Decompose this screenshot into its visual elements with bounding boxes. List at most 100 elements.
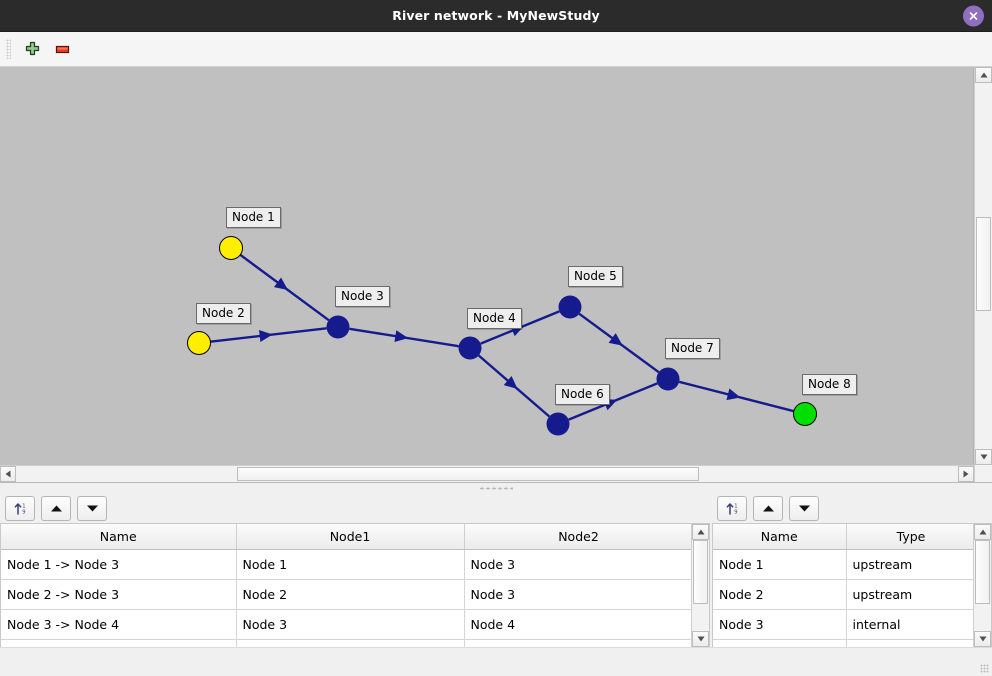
nodes-column-header-name[interactable]: Name xyxy=(713,524,847,550)
canvas-vscroll-track[interactable] xyxy=(975,83,992,449)
nodes-cell-type[interactable]: internal xyxy=(846,639,973,647)
nodes-cell-name[interactable]: Node 3 xyxy=(713,609,847,640)
close-button[interactable] xyxy=(963,5,984,26)
arrow-up-icon xyxy=(762,505,774,511)
reaches-cell-name[interactable]: Node 1 -> Node 3 xyxy=(1,549,237,580)
nodes-cell-type[interactable]: upstream xyxy=(846,549,973,580)
reaches-cell-node1[interactable]: Node 4 xyxy=(236,639,465,647)
caret-down-icon xyxy=(979,636,986,642)
reaches-cell-name[interactable]: Node 2 -> Node 3 xyxy=(1,579,237,610)
add-node-button[interactable] xyxy=(17,35,47,63)
nodes-scroll-down-button[interactable] xyxy=(974,631,991,647)
nodes-cell-name[interactable]: Node 1 xyxy=(713,549,847,580)
node-label-node5[interactable]: Node 5 xyxy=(568,266,623,287)
reaches-move-up-button[interactable] xyxy=(41,495,71,521)
graph-node-node4[interactable] xyxy=(458,336,482,360)
scroll-left-button[interactable] xyxy=(0,466,16,482)
canvas-vscroll-thumb[interactable] xyxy=(976,217,991,311)
scroll-right-button[interactable] xyxy=(958,466,974,482)
node-label-node3[interactable]: Node 3 xyxy=(335,286,390,307)
reaches-cell-node2[interactable]: Node 4 xyxy=(464,609,692,640)
nodes-move-up-button[interactable] xyxy=(753,495,783,521)
canvas-hscroll-track[interactable] xyxy=(16,466,958,482)
reaches-scroll-up-button[interactable] xyxy=(692,524,709,540)
canvas-hscroll-thumb[interactable] xyxy=(237,467,699,481)
nodes-cell-name[interactable]: Node 2 xyxy=(713,579,847,610)
toolbar-drag-handle[interactable] xyxy=(6,39,11,59)
reaches-cell-name[interactable]: Node 3 -> Node 4 xyxy=(1,609,237,640)
reaches-cell-node1[interactable]: Node 1 xyxy=(236,549,465,580)
reaches-cell-node2[interactable]: Node 5 xyxy=(464,639,692,647)
reaches-column-header-node1[interactable]: Node1 xyxy=(236,524,465,550)
node-label-node1[interactable]: Node 1 xyxy=(226,207,281,228)
nodes-cell-name[interactable]: Node 4 xyxy=(713,639,847,647)
nodes-cell-type[interactable]: upstream xyxy=(846,579,973,610)
reaches-column-header-name[interactable]: Name xyxy=(1,524,237,550)
node-label-node8[interactable]: Node 8 xyxy=(802,374,857,395)
nodes-vscroll-thumb[interactable] xyxy=(975,540,990,604)
svg-text:1: 1 xyxy=(734,503,737,509)
nodes-scroll-up-button[interactable] xyxy=(974,524,991,540)
graph-node-node6[interactable] xyxy=(546,412,570,436)
reaches-vscroll-track[interactable] xyxy=(692,540,709,631)
nodes-table-row[interactable]: Node 4internal xyxy=(713,639,973,647)
window-resize-grip[interactable] xyxy=(980,664,989,673)
nodes-move-down-button[interactable] xyxy=(789,495,819,521)
add-plus-icon xyxy=(25,41,39,55)
reaches-move-down-button[interactable] xyxy=(77,495,107,521)
reaches-scroll-down-button[interactable] xyxy=(692,631,709,647)
caret-left-icon xyxy=(5,470,11,478)
nodes-column-header-type[interactable]: Type xyxy=(846,524,973,550)
network-canvas[interactable]: Node 1 Node 2 Node 3 Node 4 Node 5 Node 6 Node… xyxy=(0,67,974,465)
delete-node-button[interactable] xyxy=(47,35,77,63)
reaches-cell-node1[interactable]: Node 3 xyxy=(236,609,465,640)
scroll-up-button[interactable] xyxy=(975,67,992,83)
reaches-vertical-scrollbar[interactable] xyxy=(691,524,709,647)
edge-arrowhead-icon xyxy=(503,375,518,390)
nodes-toolbar: 1 9 xyxy=(712,493,992,523)
scrollbar-corner xyxy=(974,465,992,482)
reaches-vscroll-thumb[interactable] xyxy=(693,540,709,604)
graph-node-node5[interactable] xyxy=(558,295,582,319)
panes-divider[interactable] xyxy=(710,493,712,647)
nodes-vscroll-track[interactable] xyxy=(974,540,991,631)
reaches-cell-node1[interactable]: Node 2 xyxy=(236,579,465,610)
canvas-horizontal-scrollbar[interactable] xyxy=(0,465,974,482)
nodes-pane: 1 9 xyxy=(712,493,992,647)
reaches-cell-name[interactable]: Node 4 -> Node 5 xyxy=(1,639,237,647)
node-label-node2[interactable]: Node 2 xyxy=(196,303,251,324)
node-label-node4[interactable]: Node 4 xyxy=(467,308,522,329)
reaches-sort-button[interactable]: 1 9 xyxy=(5,495,35,521)
graph-node-node7[interactable] xyxy=(656,367,680,391)
nodes-vertical-scrollbar[interactable] xyxy=(973,524,991,647)
reaches-cell-node2[interactable]: Node 3 xyxy=(464,579,692,610)
graph-node-node2[interactable] xyxy=(187,331,211,355)
graph-node-node1[interactable] xyxy=(219,236,243,260)
node-label-node7[interactable]: Node 7 xyxy=(665,338,720,359)
nodes-sort-button[interactable]: 1 9 xyxy=(717,495,747,521)
reaches-column-header-node2[interactable]: Node2 xyxy=(464,524,692,550)
caret-right-icon xyxy=(963,470,969,478)
reaches-cell-node2[interactable]: Node 3 xyxy=(464,549,692,580)
graph-node-node3[interactable] xyxy=(326,315,350,339)
canvas-vertical-scrollbar[interactable] xyxy=(974,67,992,465)
scroll-down-button[interactable] xyxy=(975,449,992,465)
nodes-cell-type[interactable]: internal xyxy=(846,609,973,640)
graph-node-node8[interactable] xyxy=(793,402,817,426)
horizontal-splitter[interactable] xyxy=(0,482,992,493)
node-label-node6[interactable]: Node 6 xyxy=(555,384,610,405)
